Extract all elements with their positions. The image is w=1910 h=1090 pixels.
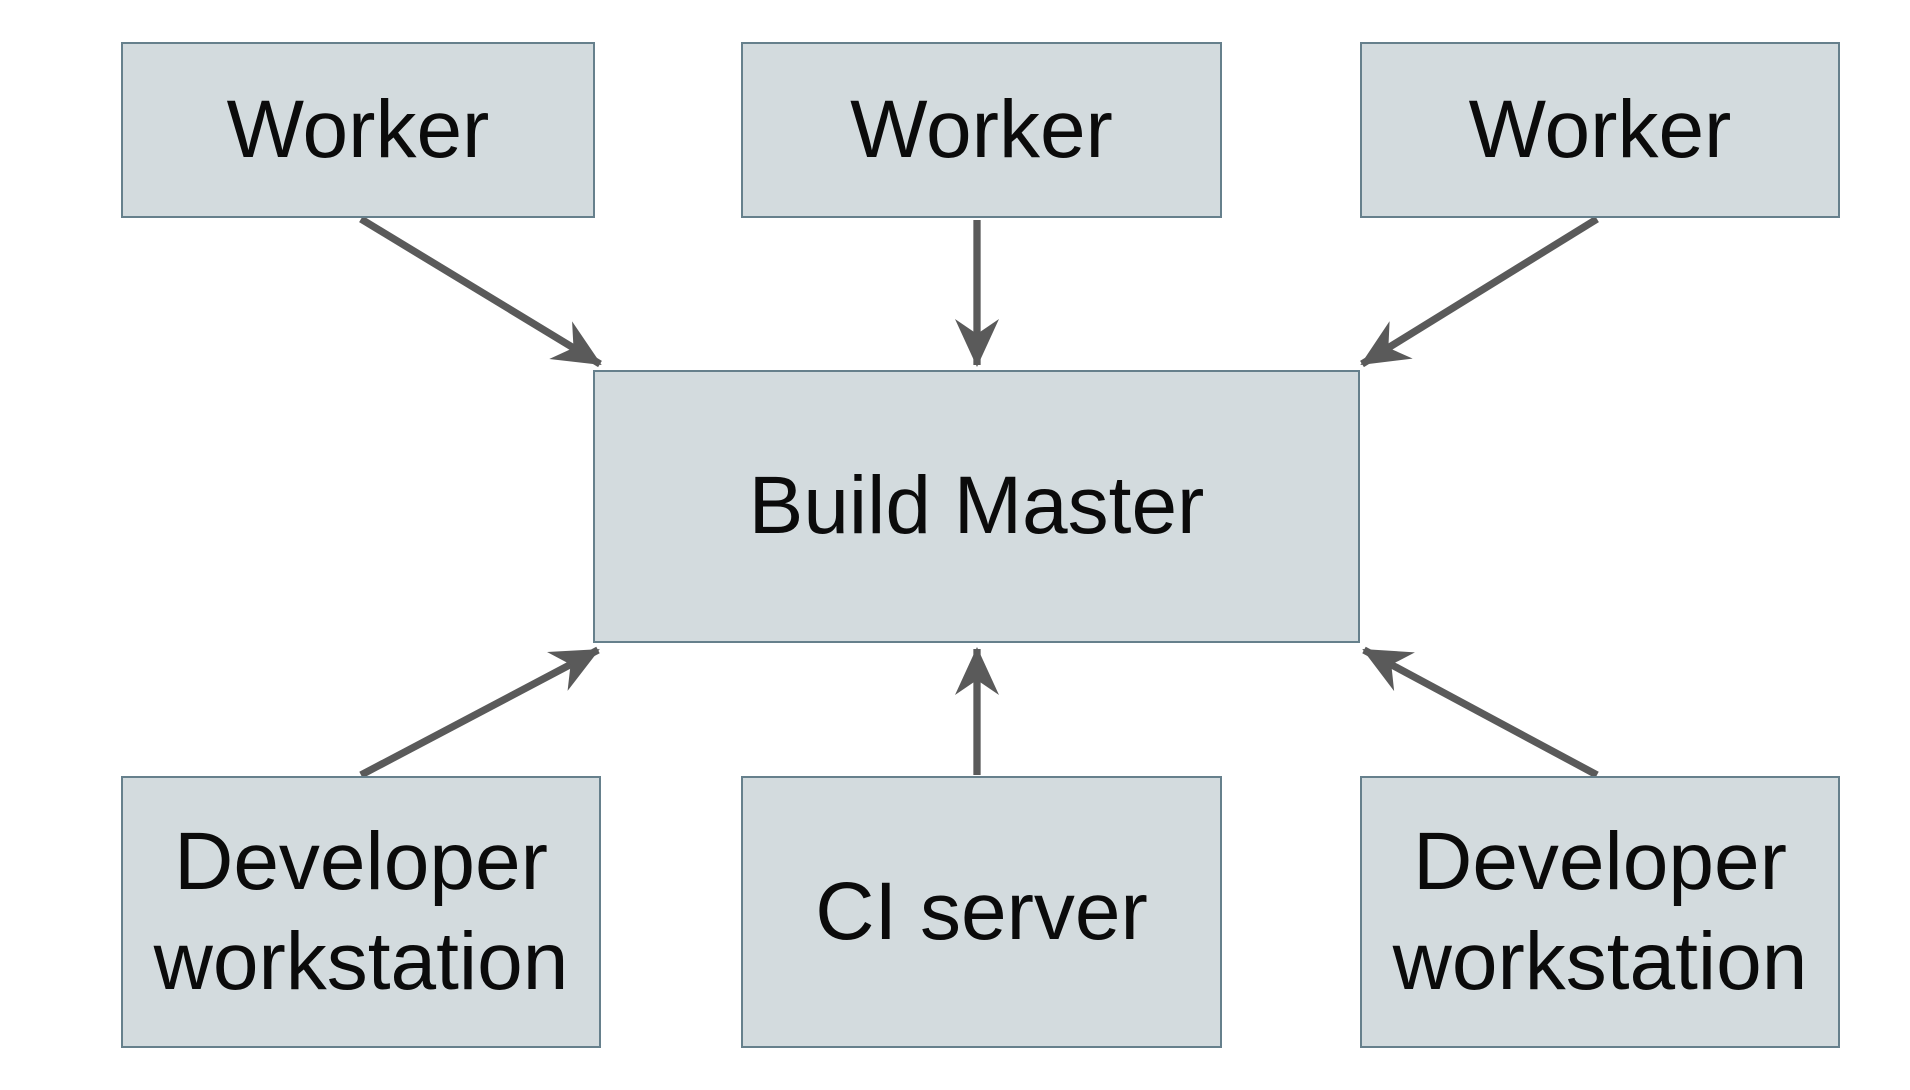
node-label: CI server (815, 865, 1148, 957)
arrow-developer-workstation-left-to-build-master (359, 646, 600, 779)
node-worker-3: Worker (1360, 42, 1840, 218)
arrow-worker-1-to-build-master (359, 215, 602, 368)
node-label: Worker (850, 83, 1113, 175)
node-worker-2: Worker (741, 42, 1222, 218)
node-build-master: Build Master (593, 370, 1360, 643)
node-developer-workstation-left: Developer workstation (121, 776, 601, 1048)
node-developer-workstation-right: Developer workstation (1360, 776, 1840, 1048)
node-label: Worker (1468, 83, 1732, 175)
node-worker-1: Worker (121, 42, 595, 218)
arrow-worker-3-to-build-master (1360, 215, 1599, 368)
node-label: Worker (226, 83, 490, 175)
node-label: Build Master (748, 460, 1205, 552)
node-label: Developer workstation (1392, 815, 1808, 1007)
arrow-developer-workstation-right-to-build-master (1362, 646, 1599, 779)
node-ci-server: CI server (741, 776, 1222, 1048)
node-label: Developer workstation (153, 815, 569, 1007)
